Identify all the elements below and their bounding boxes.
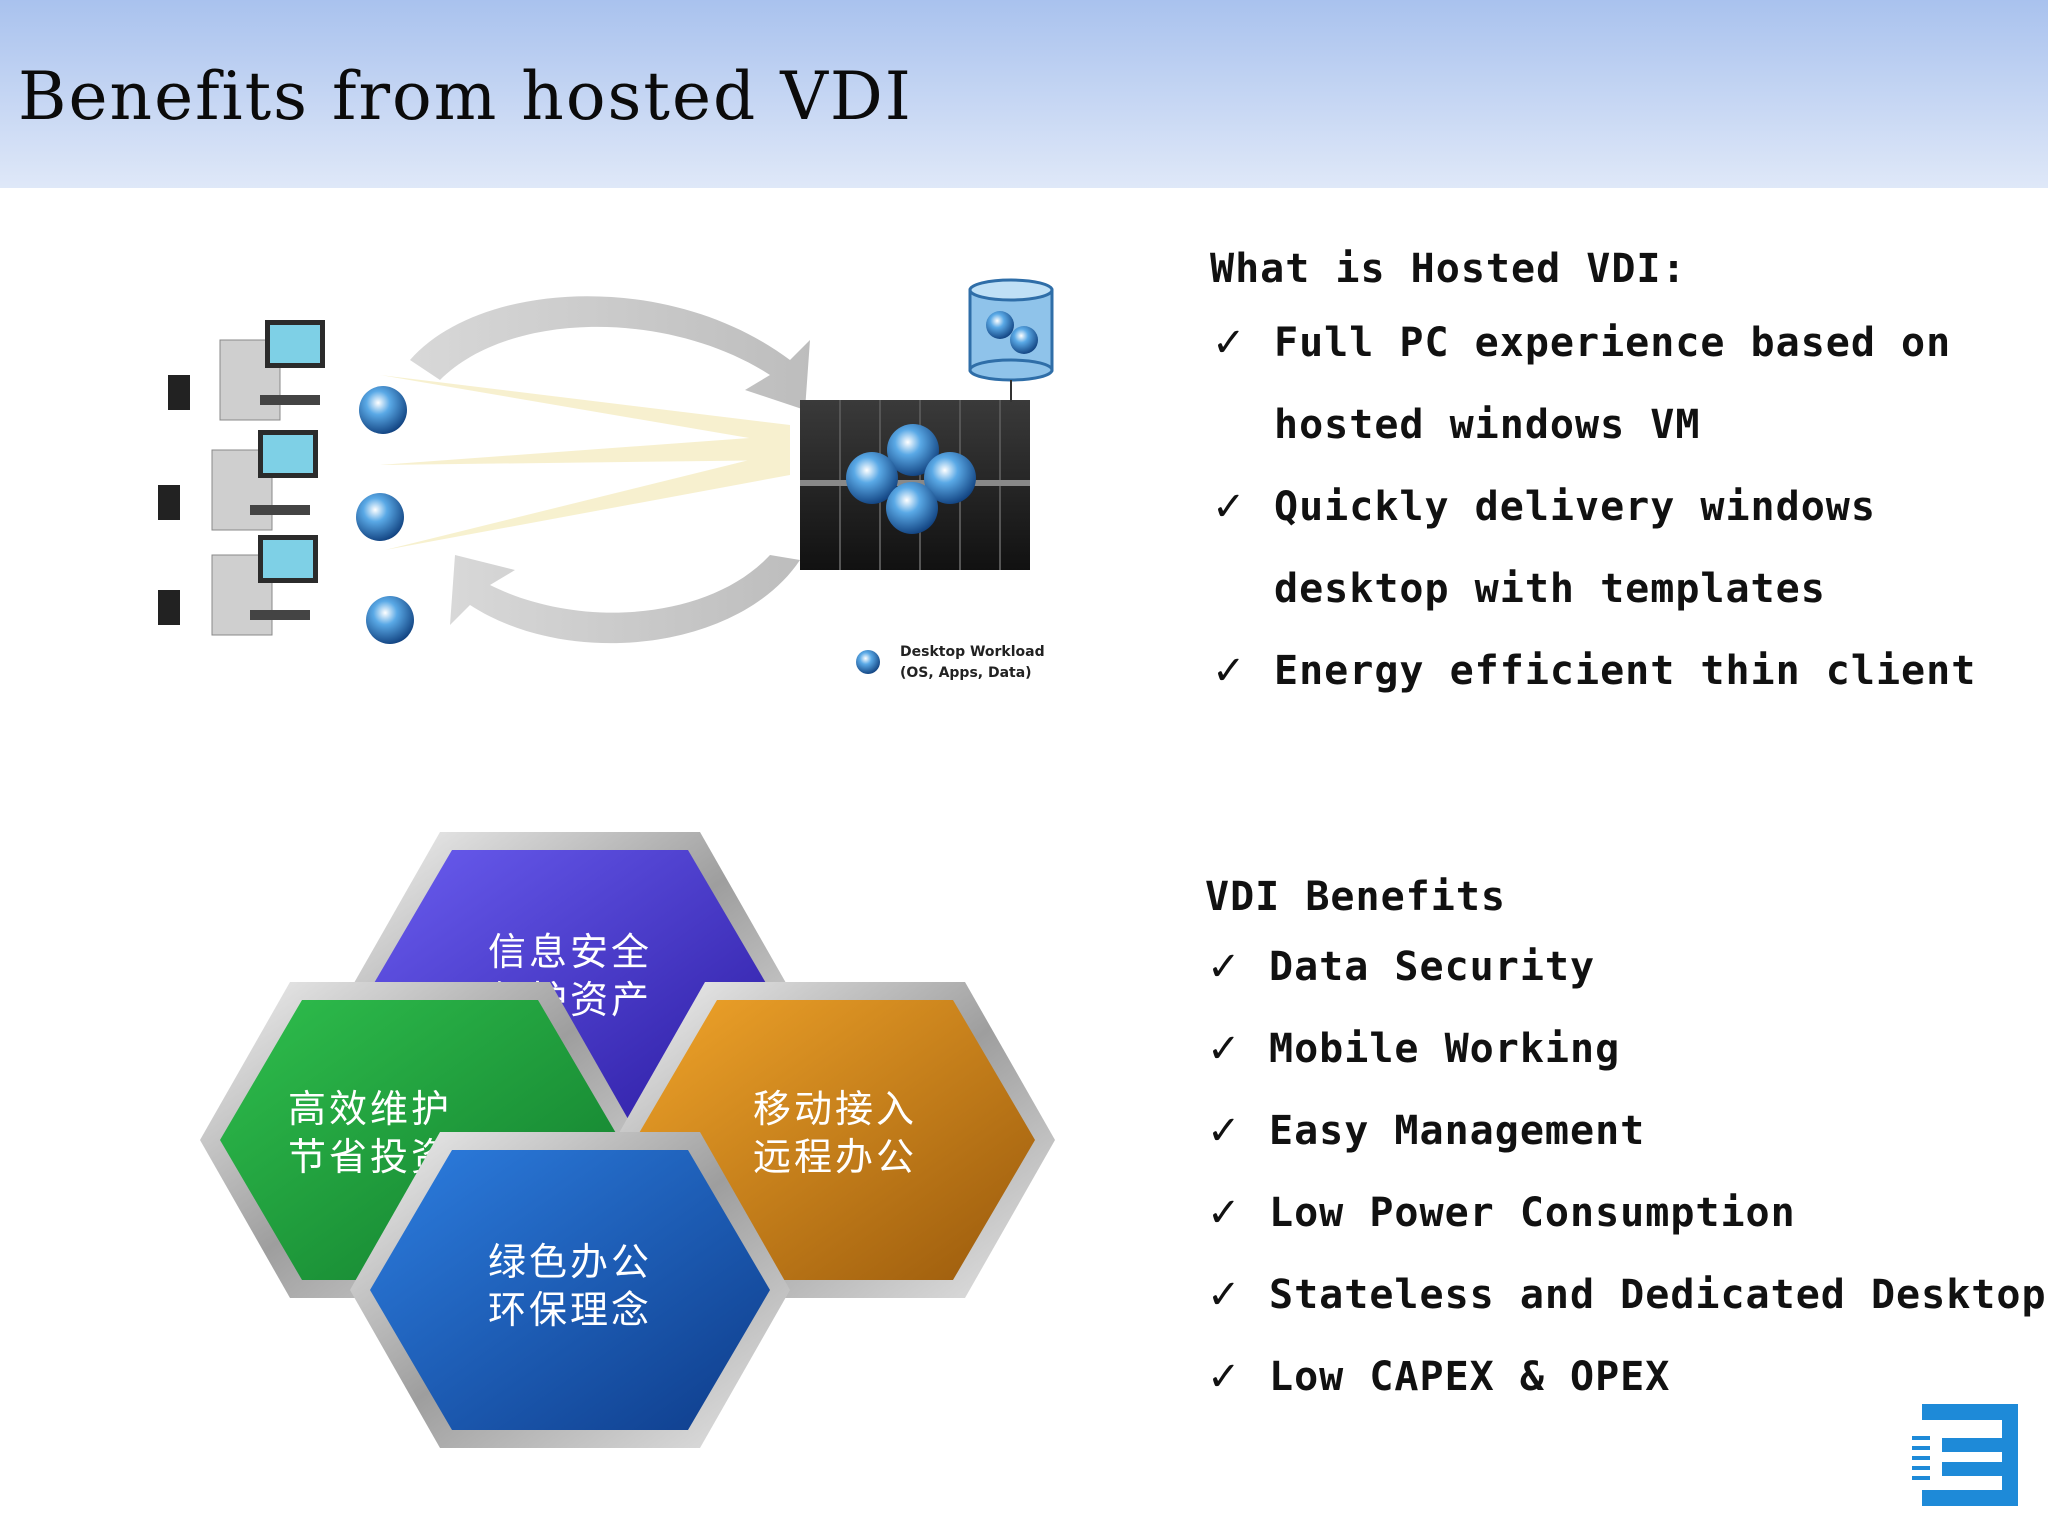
- list-item: ✓Stateless and Dedicated Desktop: [1205, 1254, 2047, 1336]
- svg-text:移动接入: 移动接入: [753, 1087, 917, 1131]
- vdi-benefits-section: VDI Benefits ✓Data Security ✓Mobile Work…: [1205, 874, 2047, 1418]
- windows-orb-icon: [887, 424, 939, 476]
- what-is-list: ✓Full PC experience based on hosted wind…: [1210, 302, 1976, 712]
- client-pc-3: [158, 535, 318, 636]
- windows-orb-icon: [359, 386, 407, 434]
- hexagon-green-office: 绿色办公 环保理念: [350, 1132, 790, 1448]
- checkmark-icon: ✓: [1207, 1108, 1242, 1154]
- svg-text:高效维护: 高效维护: [288, 1087, 452, 1131]
- checkmark-icon: ✓: [1207, 944, 1242, 990]
- windows-orb-icon: [886, 482, 938, 534]
- windows-orb-icon: [356, 493, 404, 541]
- slide-title: Benefits from hosted VDI: [18, 58, 913, 135]
- checkmark-icon: ✓: [1207, 1354, 1242, 1400]
- checkmark-icon: ✓: [1212, 484, 1247, 530]
- list-item: ✓Low Power Consumption: [1205, 1172, 2047, 1254]
- list-item: ✓Low CAPEX & OPEX: [1205, 1336, 2047, 1418]
- upper-curved-arrow: [410, 296, 810, 410]
- legend-orb-icon: [856, 650, 880, 674]
- benefits-list: ✓Data Security ✓Mobile Working ✓Easy Man…: [1205, 926, 2047, 1418]
- vdi-architecture-diagram: Desktop Workload (OS, Apps, Data): [158, 278, 1054, 681]
- legend-line-1: Desktop Workload: [900, 644, 1045, 660]
- checkmark-icon: ✓: [1212, 320, 1247, 366]
- list-item: ✓Mobile Working: [1205, 1008, 2047, 1090]
- benefits-title: VDI Benefits: [1205, 874, 1506, 920]
- windows-orb-icon: [366, 596, 414, 644]
- checkmark-icon: ✓: [1207, 1272, 1242, 1318]
- company-logo-icon: [1912, 1404, 2018, 1506]
- svg-text:绿色办公: 绿色办公: [488, 1240, 652, 1284]
- svg-text:环保理念: 环保理念: [488, 1288, 652, 1332]
- list-item: ✓Full PC experience based on: [1210, 302, 1976, 384]
- light-rays: [380, 375, 790, 550]
- list-item: ✓Energy efficient thin client: [1210, 630, 1976, 712]
- title-bar: Benefits from hosted VDI: [0, 0, 2048, 188]
- checkmark-icon: ✓: [1212, 648, 1247, 694]
- list-item: ✓Data Security: [1205, 926, 2047, 1008]
- checkmark-icon: ✓: [1207, 1026, 1242, 1072]
- benefits-hexagon-cluster: 信息安全 保护资产 高效维护 节省投资 移动接入 远程办公 绿色办公 环保理念: [200, 832, 1055, 1448]
- svg-text:信息安全: 信息安全: [488, 930, 652, 974]
- svg-text:远程办公: 远程办公: [753, 1135, 917, 1179]
- list-item-continuation: hosted windows VM: [1274, 402, 1701, 448]
- lower-curved-arrow: [450, 555, 800, 644]
- list-item-continuation: desktop with templates: [1274, 566, 1826, 612]
- client-pc-2: [158, 430, 318, 531]
- legend-line-2: (OS, Apps, Data): [900, 665, 1032, 681]
- list-item: ✓Quickly delivery windows: [1210, 466, 1976, 548]
- windows-orb-icon: [846, 452, 898, 504]
- client-pc-1: [168, 320, 325, 421]
- list-item: ✓Easy Management: [1205, 1090, 2047, 1172]
- what-is-title: What is Hosted VDI:: [1210, 246, 1687, 292]
- storage-database-icon: [968, 278, 1054, 402]
- what-is-hosted-vdi-section: What is Hosted VDI: ✓Full PC experience …: [1210, 246, 1976, 712]
- checkmark-icon: ✓: [1207, 1190, 1242, 1236]
- windows-orb-icon: [924, 452, 976, 504]
